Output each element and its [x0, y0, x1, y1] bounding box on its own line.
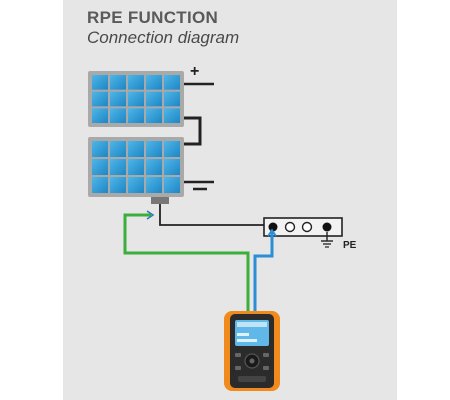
solar-cell	[110, 91, 126, 107]
solar-cell	[164, 177, 180, 193]
blue-test-lead	[253, 232, 274, 314]
test-instrument	[224, 311, 280, 391]
solar-cell	[128, 159, 144, 175]
solar-cell	[164, 159, 180, 175]
solar-cell	[128, 177, 144, 193]
frame-clamp	[151, 197, 169, 204]
solar-cell	[92, 75, 108, 90]
solar-cell	[146, 159, 162, 175]
terminal-pe	[322, 222, 332, 232]
solar-cell	[146, 75, 162, 90]
page-title: RPE FUNCTION	[87, 8, 219, 27]
solar-cell	[92, 108, 108, 123]
pe-terminal-bar	[263, 217, 343, 237]
solar-cell	[110, 177, 126, 193]
solar-cell	[164, 75, 180, 90]
terminal-open	[284, 221, 296, 233]
solar-cell	[128, 75, 144, 90]
solar-cell	[92, 91, 108, 107]
solar-cell	[92, 159, 108, 175]
solar-cell	[146, 108, 162, 123]
solar-cell	[110, 141, 126, 157]
solar-cell	[92, 177, 108, 193]
solar-cell	[164, 108, 180, 123]
terminal-filled	[268, 222, 278, 232]
solar-cell	[146, 91, 162, 107]
pe-label: PE	[343, 240, 357, 251]
solar-cell	[128, 108, 144, 123]
solar-cell	[128, 91, 144, 107]
terminal-open	[301, 221, 313, 233]
solar-panel-bottom	[88, 137, 184, 197]
green-test-lead	[123, 213, 250, 314]
solar-cell	[164, 141, 180, 157]
solar-panel-top	[88, 71, 184, 127]
solar-cell	[146, 141, 162, 157]
solar-cell	[110, 108, 126, 123]
series-connector	[184, 116, 202, 146]
positive-symbol: +	[190, 63, 199, 80]
page-subtitle: Connection diagram	[87, 28, 240, 47]
solar-cell	[92, 141, 108, 157]
ground-icon	[321, 232, 333, 248]
solar-cell	[146, 177, 162, 193]
solar-cell	[110, 159, 126, 175]
black-wire	[159, 204, 272, 226]
blue-lead-tip	[267, 228, 277, 237]
solar-cell	[110, 75, 126, 90]
solar-cell	[164, 91, 180, 107]
green-lead-clip	[146, 210, 155, 220]
solar-cell	[128, 141, 144, 157]
